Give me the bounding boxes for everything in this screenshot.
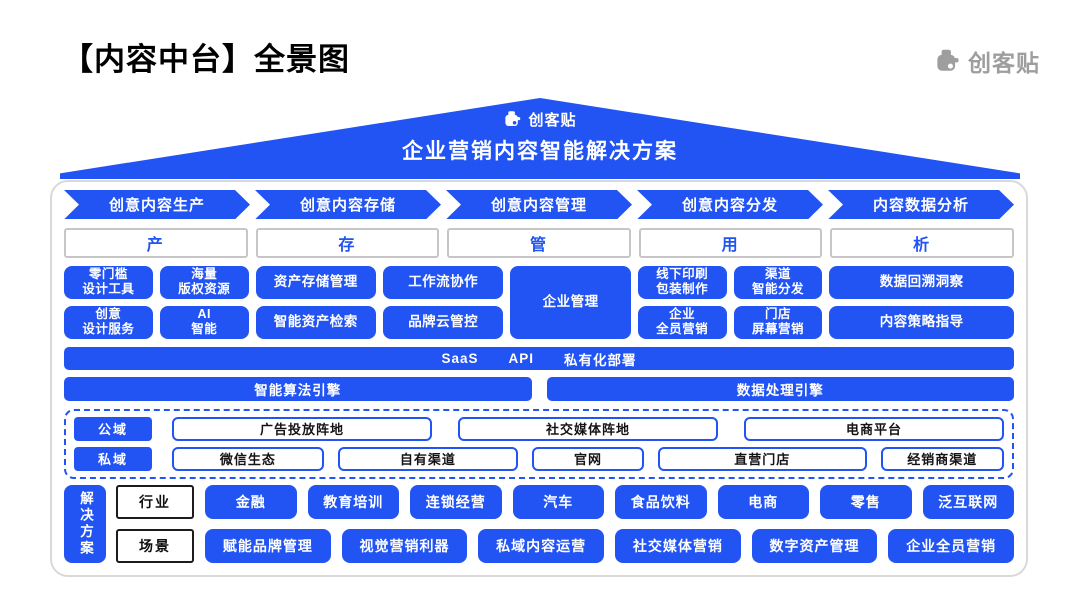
channel-zone: 公域 广告投放阵地 社交媒体阵地 电商平台 私域 微信生态 自有渠道 官网 直营… xyxy=(64,408,1014,479)
feature-card: AI 智能 xyxy=(159,305,249,339)
flow-step-store: 创意内容存储 xyxy=(255,190,441,219)
feature-card: 海量 版权资源 xyxy=(159,265,249,299)
brand-name: 创客贴 xyxy=(968,50,1040,76)
engine-row: 智能算法引擎 数据处理引擎 xyxy=(64,377,1014,401)
channel-item: 社交媒体阵地 xyxy=(458,416,718,441)
pillar-row: 产 存 管 用 析 xyxy=(64,228,1014,258)
scene-item: 视觉营销利器 xyxy=(341,528,468,563)
scene-item: 私域内容运营 xyxy=(478,528,605,563)
solution-side-label: 解决方案 xyxy=(64,484,106,563)
flow-steps: 创意内容生产 创意内容存储 创意内容管理 创意内容分发 内容数据分析 xyxy=(64,190,1014,219)
channel-item: 自有渠道 xyxy=(337,446,518,471)
pillar-use: 用 xyxy=(638,228,823,258)
feature-card: 创意 设计服务 xyxy=(64,305,153,339)
feature-card: 渠道 智能分发 xyxy=(733,265,823,299)
scene-item: 赋能品牌管理 xyxy=(205,528,331,563)
pillar-store: 存 xyxy=(255,228,440,258)
scene-item: 社交媒体营销 xyxy=(615,528,741,563)
channel-item: 电商平台 xyxy=(744,416,1004,441)
channel-item: 经销商渠道 xyxy=(880,446,1004,471)
feature-card: 门店 屏幕营销 xyxy=(733,305,823,339)
feature-group-analyze: 数据回溯洞察 内容策略指导 xyxy=(829,265,1014,339)
roof-brand-name: 创客贴 xyxy=(528,112,577,129)
industry-item: 教育培训 xyxy=(307,484,399,519)
industry-item: 汽车 xyxy=(512,484,604,519)
scene-label: 场景 xyxy=(116,528,194,563)
flow-step-distribute: 创意内容分发 xyxy=(637,190,823,219)
feature-grid: 零门槛 设计工具 海量 版权资源 创意 设计服务 AI 智能 资产存储管理 智能… xyxy=(64,265,1014,339)
feature-card-enterprise: 企业管理 xyxy=(510,265,631,339)
feature-group-use: 线下印刷 包装制作 渠道 智能分发 企业 全员营销 门店 屏幕营销 xyxy=(637,265,823,339)
feature-group-produce: 零门槛 设计工具 海量 版权资源 创意 设计服务 AI 智能 xyxy=(64,265,249,339)
page-title: 【内容中台】全景图 xyxy=(62,42,350,77)
brand-stamp-icon xyxy=(937,49,959,71)
feature-card: 工作流协作 xyxy=(383,265,504,299)
industry-label: 行业 xyxy=(116,484,194,519)
flow-step-manage: 创意内容管理 xyxy=(446,190,632,219)
pillar-produce: 产 xyxy=(64,228,248,258)
deployment-bar: SaaS API 私有化部署 xyxy=(64,346,1014,371)
industry-item: 金融 xyxy=(205,484,297,519)
industry-item: 连锁经营 xyxy=(410,484,502,519)
channel-row-private: 私域 微信生态 自有渠道 官网 直营门店 经销商渠道 xyxy=(74,446,1004,471)
industry-item: 泛互联网 xyxy=(922,484,1014,519)
channel-item: 官网 xyxy=(532,446,644,471)
brand-logo: 创客贴 xyxy=(934,44,1040,78)
pillar-manage: 管 xyxy=(447,228,631,258)
roof-brand-logo: 创客贴 xyxy=(503,109,576,130)
scene-row: 场景 赋能品牌管理 视觉营销利器 私域内容运营 社交媒体营销 数字资产管理 企业… xyxy=(116,528,1015,563)
feature-group-store: 资产存储管理 智能资产检索 xyxy=(255,265,376,339)
flow-step-analyze: 内容数据分析 xyxy=(828,190,1014,219)
scene-item: 企业全员营销 xyxy=(888,528,1015,563)
main-panel: 创意内容生产 创意内容存储 创意内容管理 创意内容分发 内容数据分析 产 存 管… xyxy=(50,180,1028,577)
feature-card: 内容策略指导 xyxy=(829,305,1014,339)
feature-card: 智能资产检索 xyxy=(255,305,376,339)
feature-card: 数据回溯洞察 xyxy=(829,265,1014,299)
pillar-analyze: 析 xyxy=(830,228,1014,258)
channel-item: 微信生态 xyxy=(172,446,324,471)
engine-data: 数据处理引擎 xyxy=(546,377,1014,401)
channel-row-public: 公域 广告投放阵地 社交媒体阵地 电商平台 xyxy=(74,416,1004,441)
deployment-option: 私有化部署 xyxy=(564,352,637,368)
deployment-option: SaaS xyxy=(441,351,479,367)
channel-label-private: 私域 xyxy=(74,446,152,471)
channel-item: 直营门店 xyxy=(658,446,867,471)
engine-algorithm: 智能算法引擎 xyxy=(64,377,532,401)
feature-card: 品牌云管控 xyxy=(383,305,504,339)
channel-label-public: 公域 xyxy=(74,416,152,441)
feature-card: 企业 全员营销 xyxy=(637,305,727,339)
brand-stamp-icon xyxy=(505,111,521,127)
roof-title: 企业营销内容智能解决方案 xyxy=(402,140,678,163)
solution-zone: 解决方案 行业 金融 教育培训 连锁经营 汽车 食品饮料 电商 零售 泛互联网 … xyxy=(64,484,1015,563)
industry-row: 行业 金融 教育培训 连锁经营 汽车 食品饮料 电商 零售 泛互联网 xyxy=(116,484,1014,519)
industry-item: 电商 xyxy=(717,484,809,519)
solution-roof: 创客贴 企业营销内容智能解决方案 xyxy=(60,98,1020,179)
scene-item: 数字资产管理 xyxy=(751,528,878,563)
feature-card: 线下印刷 包装制作 xyxy=(637,265,727,299)
industry-item: 零售 xyxy=(820,484,912,519)
deployment-option: API xyxy=(508,351,535,367)
feature-card: 零门槛 设计工具 xyxy=(64,265,153,299)
channel-item: 广告投放阵地 xyxy=(172,416,432,441)
feature-card: 资产存储管理 xyxy=(255,265,376,299)
industry-item: 食品饮料 xyxy=(615,484,707,519)
flow-step-produce: 创意内容生产 xyxy=(64,190,250,219)
feature-group-manage: 工作流协作 品牌云管控 xyxy=(383,265,504,339)
